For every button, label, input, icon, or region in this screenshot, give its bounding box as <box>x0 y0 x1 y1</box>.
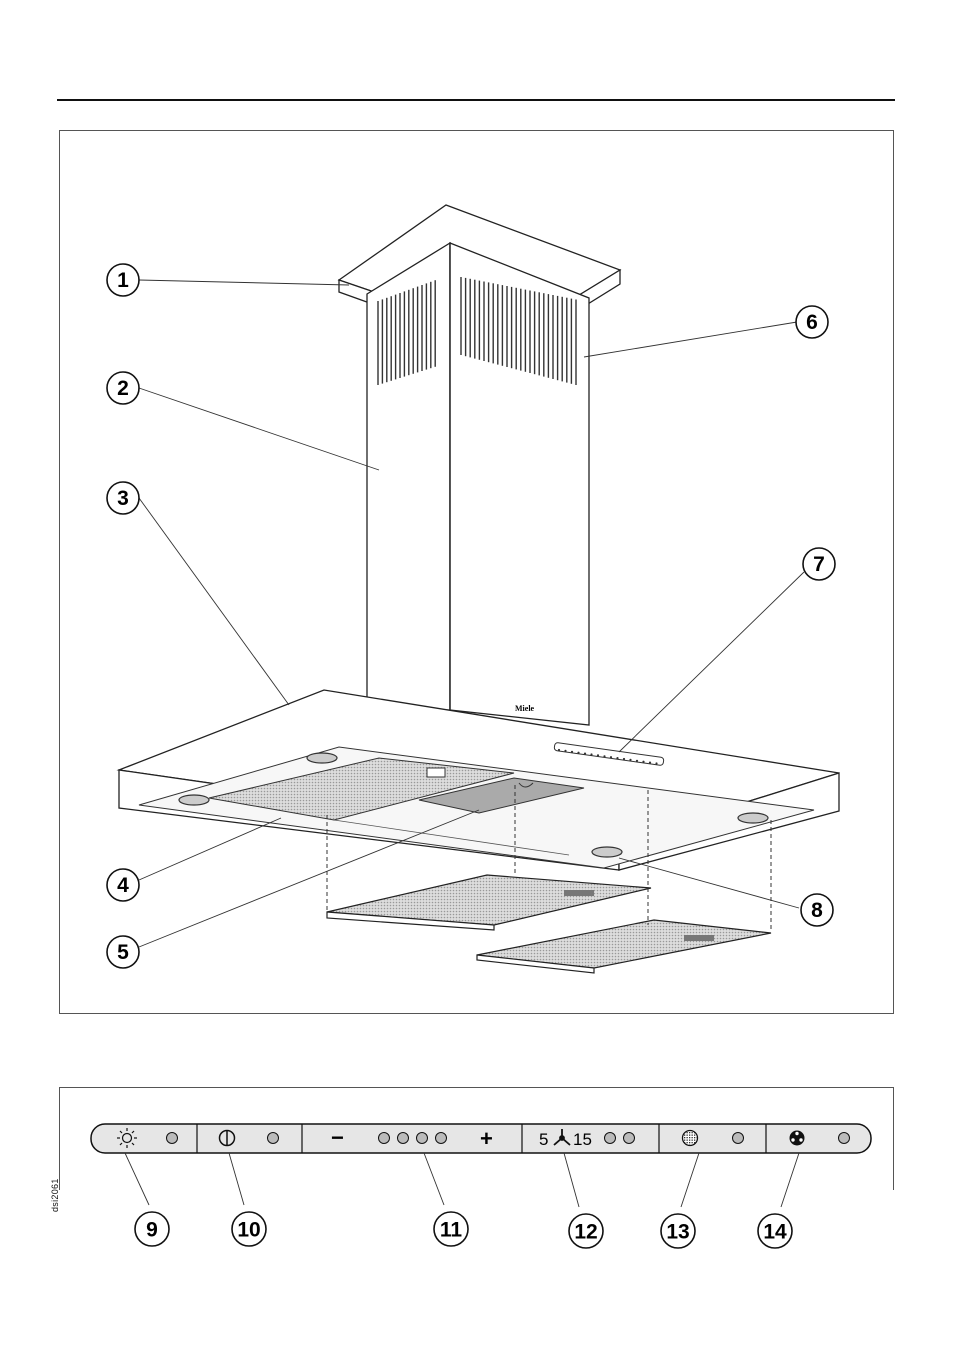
svg-text:1: 1 <box>117 269 129 292</box>
timer-max-label: 15 <box>573 1130 592 1149</box>
timer-indicator-1 <box>605 1133 616 1144</box>
svg-text:6: 6 <box>806 311 818 334</box>
svg-text:4: 4 <box>117 874 129 897</box>
odour-filter-icon <box>790 1131 805 1146</box>
brand-logo: Miele <box>515 704 535 713</box>
callout-5: 5 <box>107 936 139 968</box>
callout-14: 14 <box>758 1214 792 1248</box>
svg-text:9: 9 <box>146 1219 158 1242</box>
callout-8: 8 <box>801 894 833 926</box>
svg-text:5: 5 <box>117 941 129 964</box>
svg-text:12: 12 <box>574 1221 597 1244</box>
power-indicator <box>268 1133 279 1144</box>
callout-10: 10 <box>232 1212 266 1246</box>
svg-text:13: 13 <box>666 1221 689 1244</box>
callout-3: 3 <box>107 482 139 514</box>
plus-icon: + <box>480 1126 493 1151</box>
svg-text:11: 11 <box>440 1219 463 1242</box>
svg-text:14: 14 <box>763 1221 787 1244</box>
svg-text:3: 3 <box>117 487 129 510</box>
plus-button[interactable]: + <box>480 1126 493 1151</box>
callout-7: 7 <box>803 548 835 580</box>
drawing-code: dsi2061 <box>50 1178 60 1212</box>
callout-9: 9 <box>135 1212 169 1246</box>
speed-indicator-3 <box>417 1133 428 1144</box>
callout-2: 2 <box>107 372 139 404</box>
minus-icon: − <box>331 1125 344 1150</box>
cooker-hood-diagram: Miele <box>59 130 894 1014</box>
svg-text:10: 10 <box>237 1219 260 1242</box>
speed-indicator-4 <box>436 1133 447 1144</box>
timer-min-label: 5 <box>539 1130 548 1149</box>
control-panel-diagram: − + 5 15 <box>59 1087 894 1262</box>
callout-11: 11 <box>434 1212 468 1246</box>
svg-text:8: 8 <box>811 899 823 922</box>
callout-4: 4 <box>107 869 139 901</box>
svg-text:2: 2 <box>117 377 129 400</box>
speed-indicator-1 <box>379 1133 390 1144</box>
odour-filter-indicator <box>839 1133 850 1144</box>
timer-indicator-2 <box>624 1133 635 1144</box>
grease-filter-icon <box>683 1131 698 1146</box>
grease-filter-indicator <box>733 1133 744 1144</box>
minus-button[interactable]: − <box>331 1125 344 1150</box>
callout-13: 13 <box>661 1214 695 1248</box>
speed-indicator-2 <box>398 1133 409 1144</box>
callout-1: 1 <box>107 264 139 296</box>
header-rule <box>57 99 895 101</box>
callout-12: 12 <box>569 1214 603 1248</box>
svg-text:7: 7 <box>813 553 825 576</box>
light-indicator <box>167 1133 178 1144</box>
callout-6: 6 <box>796 306 828 338</box>
